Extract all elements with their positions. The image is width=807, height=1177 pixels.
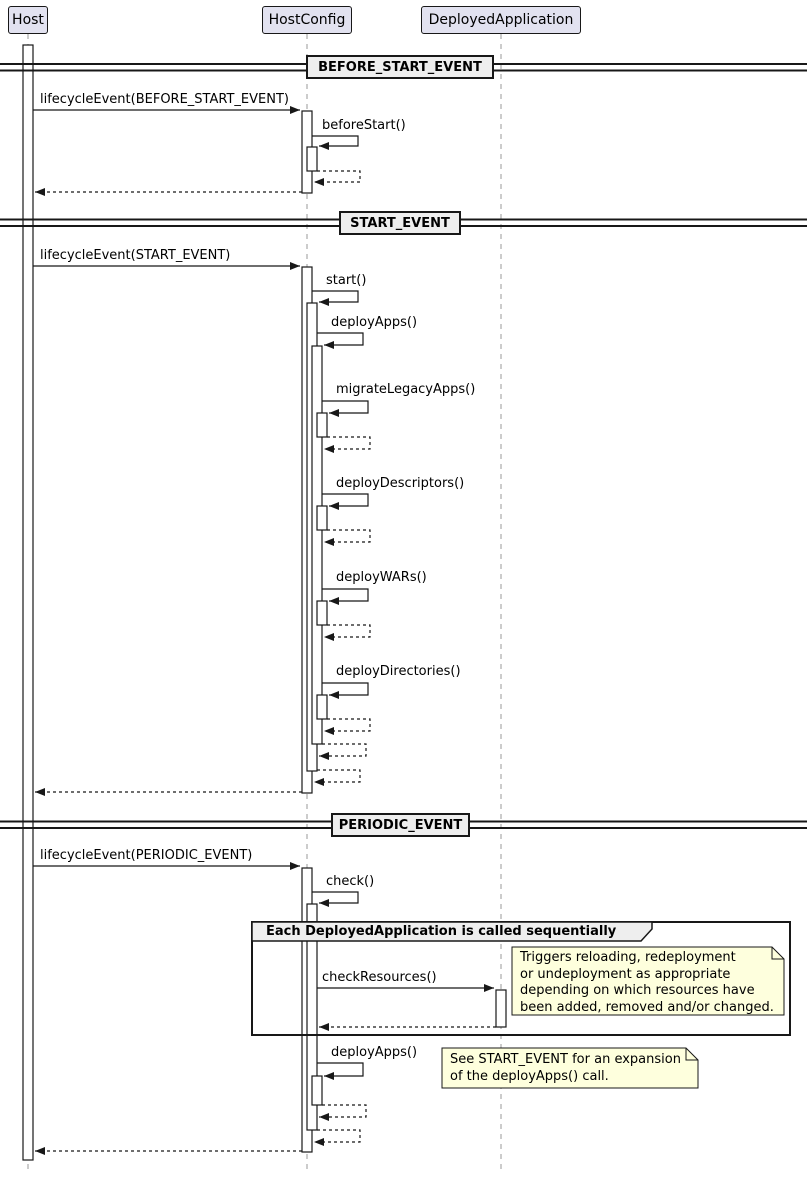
note-checkresources-line2: or undeployment as appropriate xyxy=(520,966,731,982)
host-activation-bar xyxy=(22,44,34,1161)
arrow-deployapps-periodic xyxy=(317,1062,364,1080)
deploydirectories-activation xyxy=(316,694,328,720)
note-checkresources-line4: been added, removed and/or changed. xyxy=(520,999,774,1015)
divider-before-start-event-label: BEFORE_START_EVENT xyxy=(318,59,482,75)
call-arrows xyxy=(33,106,494,1080)
participant-hostconfig-label: HostConfig xyxy=(268,12,346,28)
return-arrows xyxy=(35,170,496,1155)
message-deployapps: deployApps() xyxy=(331,315,418,330)
return-deploydescriptors xyxy=(324,529,371,546)
group-header xyxy=(251,921,653,942)
note-deployapps-line2: of the deployApps() call. xyxy=(450,1068,609,1084)
arrow-deploydirectories xyxy=(322,682,369,699)
message-deployapps-periodic: deployApps() xyxy=(331,1045,418,1060)
note-deployapps-line1: See START_EVENT for an expansion xyxy=(450,1052,681,1067)
note-deployapps xyxy=(441,1047,699,1089)
return-deploywars xyxy=(324,624,371,641)
message-checkresources: checkResources() xyxy=(322,970,437,985)
deployapps-periodic-activation xyxy=(311,1075,323,1106)
arrow-deploydescriptors xyxy=(322,493,369,510)
message-start: start() xyxy=(326,273,367,288)
arrow-deploywars xyxy=(322,588,369,605)
group-title: Each DeployedApplication is called seque… xyxy=(266,924,617,939)
arrow-beforestart xyxy=(312,135,359,150)
note-checkresources-fold xyxy=(771,947,784,960)
divider-start-event-label: START_EVENT xyxy=(350,215,450,231)
return-migratelegacyapps xyxy=(324,436,371,453)
divider-lines xyxy=(0,63,807,829)
migratelegacyapps-activation xyxy=(316,412,328,438)
return-deployapps-periodic xyxy=(319,1104,367,1121)
note-checkresources-line1: Triggers reloading, redeployment xyxy=(520,950,736,965)
participant-host: Host xyxy=(8,6,48,34)
return-start xyxy=(314,769,361,786)
deploydescriptors-activation xyxy=(316,505,328,531)
message-lifecycle-before-start: lifecycleEvent(BEFORE_START_EVENT) xyxy=(40,92,289,107)
divider-periodic-event: PERIODIC_EVENT xyxy=(331,813,470,837)
deployapps-activation xyxy=(311,345,323,745)
divider-start-event: START_EVENT xyxy=(339,211,461,235)
arrow-start xyxy=(312,290,359,306)
arrow-check xyxy=(312,891,359,907)
message-deploydescriptors: deployDescriptors() xyxy=(336,476,465,491)
message-deploydirectories: deployDirectories() xyxy=(336,664,461,679)
message-beforestart: beforeStart() xyxy=(322,118,406,133)
deployedapplication-activation xyxy=(495,989,507,1028)
participant-host-label: Host xyxy=(12,12,44,28)
return-beforestart xyxy=(314,170,361,186)
beforestart-activation xyxy=(306,146,318,172)
arrow-migratelegacyapps xyxy=(322,400,369,417)
return-deploydirectories xyxy=(324,718,371,735)
message-migratelegacyapps: migrateLegacyApps() xyxy=(336,382,476,397)
note-deployapps-body xyxy=(441,1047,699,1089)
message-check: check() xyxy=(326,874,375,889)
note-checkresources-text: Triggers reloading, redeployment or unde… xyxy=(520,950,774,1016)
participant-deployedapplication: DeployedApplication xyxy=(421,6,581,34)
message-deploywars: deployWARs() xyxy=(336,570,427,585)
message-lifecycle-periodic: lifecycleEvent(PERIODIC_EVENT) xyxy=(40,848,253,863)
note-deployapps-text: See START_EVENT for an expansion of the … xyxy=(450,1052,681,1085)
arrow-deployapps xyxy=(317,332,364,349)
note-checkresources xyxy=(511,946,785,1016)
divider-periodic-event-label: PERIODIC_EVENT xyxy=(338,817,463,833)
check-activation xyxy=(306,903,318,1131)
note-checkresources-line3: depending on which resources have xyxy=(520,983,755,998)
return-deployapps xyxy=(319,743,367,760)
message-lifecycle-start: lifecycleEvent(START_EVENT) xyxy=(40,248,231,263)
note-deployapps-fold xyxy=(685,1048,698,1061)
return-check xyxy=(314,1129,361,1146)
deploywars-activation xyxy=(316,600,328,626)
note-checkresources-body xyxy=(511,946,785,1016)
divider-before-start-event: BEFORE_START_EVENT xyxy=(306,55,494,79)
participant-deployedapplication-label: DeployedApplication xyxy=(428,12,574,28)
participant-hostconfig: HostConfig xyxy=(262,6,352,34)
